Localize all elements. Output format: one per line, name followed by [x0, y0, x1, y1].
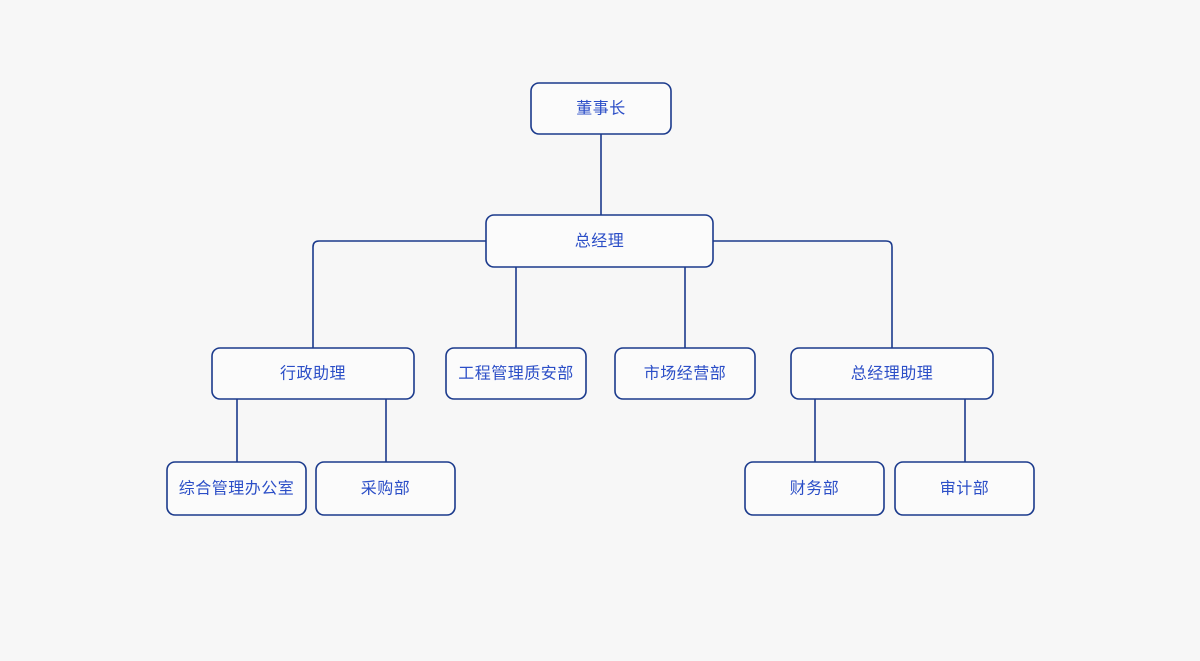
node-box-general-management-office[interactable]	[166, 461, 307, 516]
node-box-general-manager[interactable]	[485, 214, 714, 268]
node-box-finance-dept[interactable]	[744, 461, 885, 516]
node-market-operations-dept[interactable]: 市场经营部	[614, 347, 756, 400]
node-audit-dept[interactable]: 审计部	[894, 461, 1035, 516]
node-admin-assistant[interactable]: 行政助理	[211, 347, 415, 400]
node-label-finance-dept: 财务部	[790, 480, 840, 498]
node-box-market-operations-dept[interactable]	[614, 347, 756, 400]
node-engineering-quality-safety-dept[interactable]: 工程管理质安部	[445, 347, 587, 400]
node-gm-assistant[interactable]: 总经理助理	[790, 347, 994, 400]
node-label-general-management-office: 综合管理办公室	[179, 480, 295, 498]
node-box-engineering-quality-safety-dept[interactable]	[445, 347, 587, 400]
node-finance-dept[interactable]: 财务部	[744, 461, 885, 516]
node-label-gm-assistant: 总经理助理	[851, 365, 934, 383]
connector-layer	[236, 134, 966, 462]
node-label-chairman: 董事长	[576, 100, 626, 118]
node-label-engineering-quality-safety-dept: 工程管理质安部	[458, 365, 574, 383]
node-box-chairman[interactable]	[530, 82, 672, 135]
node-label-general-manager: 总经理	[575, 232, 625, 250]
connector-general-manager-to-gm-assistant	[713, 240, 893, 348]
node-box-audit-dept[interactable]	[894, 461, 1035, 516]
node-box-gm-assistant[interactable]	[790, 347, 994, 400]
node-general-management-office[interactable]: 综合管理办公室	[166, 461, 307, 516]
node-general-manager[interactable]: 总经理	[485, 214, 714, 268]
node-box-admin-assistant[interactable]	[211, 347, 415, 400]
connector-general-manager-to-admin-assistant	[312, 240, 486, 348]
node-procurement-dept[interactable]: 采购部	[315, 461, 456, 516]
node-label-admin-assistant: 行政助理	[280, 365, 346, 383]
node-chairman[interactable]: 董事长	[530, 82, 672, 135]
node-label-procurement-dept: 采购部	[361, 480, 411, 498]
node-label-audit-dept: 审计部	[940, 480, 990, 498]
node-label-market-operations-dept: 市场经营部	[644, 365, 727, 383]
node-box-procurement-dept[interactable]	[315, 461, 456, 516]
